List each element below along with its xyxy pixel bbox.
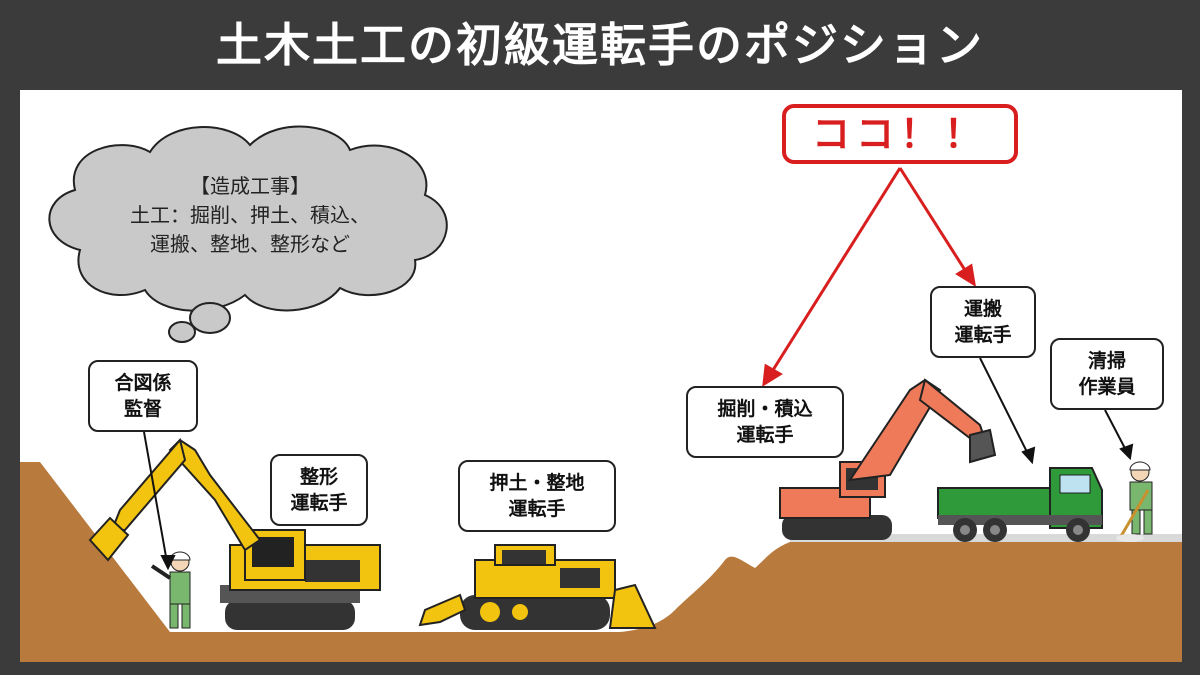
thought-cloud-text: 【造成工事】 土工：掘削、押土、積込、 運搬、整地、整形など xyxy=(90,172,410,259)
label-loading-operator: 掘削・積込 運転手 xyxy=(686,386,844,458)
ground-terrain xyxy=(20,462,1182,662)
label-dozing-operator: 押土・整地 運転手 xyxy=(458,460,616,532)
dump-truck xyxy=(937,467,1103,542)
thought-line: 【造成工事】 xyxy=(190,174,310,198)
label-shaping-operator: 整形 運転手 xyxy=(270,454,368,526)
page-title: 土木土工の初級運転手のポジション xyxy=(216,18,984,72)
bulldozer xyxy=(418,544,657,630)
thought-cloud xyxy=(48,125,448,343)
highlight-arrows xyxy=(762,167,977,387)
signal-worker xyxy=(150,551,191,629)
label-cleaning-worker: 清掃 作業員 xyxy=(1050,338,1164,410)
highlight-callout: ココ！！ xyxy=(782,104,1018,164)
excavator-orange xyxy=(779,378,997,540)
thought-line: 土工：掘削、押土、積込、 xyxy=(130,203,370,227)
label-signal-supervisor: 合図係 監督 xyxy=(88,360,198,432)
cleaning-worker xyxy=(1116,461,1153,542)
excavator-yellow xyxy=(88,437,381,630)
illustration-panel: 【造成工事】 土工：掘削、押土、積込、 運搬、整地、整形など ココ！！ 合図係 … xyxy=(20,90,1182,662)
pointer-lines xyxy=(143,357,1134,571)
label-hauling-operator: 運搬 運転手 xyxy=(930,286,1036,358)
thought-line: 運搬、整地、整形など xyxy=(150,232,350,256)
scene-illustration xyxy=(20,125,1182,662)
paved-road xyxy=(790,534,1182,542)
